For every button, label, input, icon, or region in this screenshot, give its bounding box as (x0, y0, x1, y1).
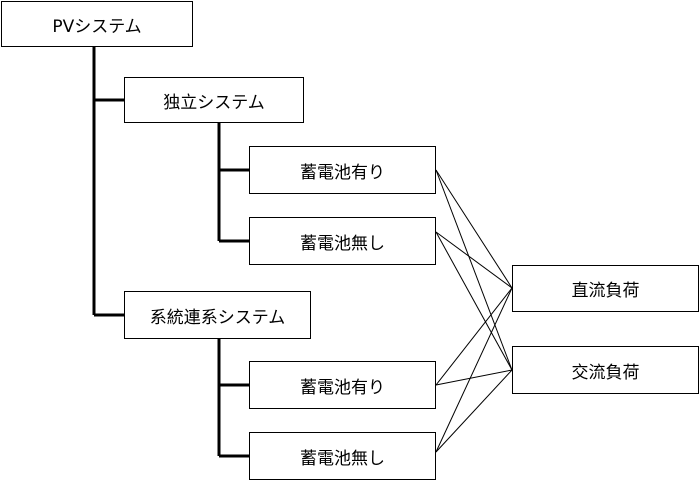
node-grid-with-battery-label: 蓄電池有り (300, 377, 385, 398)
ind-b1-to-dc-line (435, 169, 513, 289)
node-ac-load: 交流負荷 (512, 346, 699, 394)
ind-b2-to-ac-line (435, 231, 513, 371)
node-grid-without-battery: 蓄電池無し (249, 432, 436, 480)
node-grid-connected-system: 系統連系システム (124, 291, 311, 339)
grid-b2-to-dc-line (435, 287, 513, 453)
node-standalone-with-battery-label: 蓄電池有り (300, 162, 385, 183)
node-pv-system-label: PVシステム (52, 16, 142, 37)
node-grid-with-battery: 蓄電池有り (249, 361, 436, 409)
node-pv-system: PVシステム (1, 1, 193, 47)
node-grid-without-battery-label: 蓄電池無し (300, 448, 385, 469)
grid-b1-to-dc-line (435, 287, 513, 386)
node-standalone-system-label: 独立システム (163, 92, 265, 113)
node-ac-load-label: 交流負荷 (571, 362, 640, 383)
ind-b2-to-dc-line (435, 231, 513, 289)
ind-b1-to-ac-line (435, 169, 513, 371)
load-connectors (435, 169, 513, 453)
node-standalone-without-battery-label: 蓄電池無し (300, 233, 385, 254)
grid-b1-to-ac-line (435, 369, 513, 386)
node-dc-load: 直流負荷 (512, 265, 699, 312)
tree-connectors (92, 47, 249, 458)
node-standalone-with-battery: 蓄電池有り (249, 146, 436, 194)
node-grid-connected-system-label: 系統連系システム (149, 307, 286, 328)
node-standalone-system: 独立システム (124, 77, 304, 123)
node-dc-load-label: 直流負荷 (571, 281, 640, 301)
node-standalone-without-battery: 蓄電池無し (249, 217, 436, 265)
grid-b2-to-ac-line (435, 369, 513, 453)
